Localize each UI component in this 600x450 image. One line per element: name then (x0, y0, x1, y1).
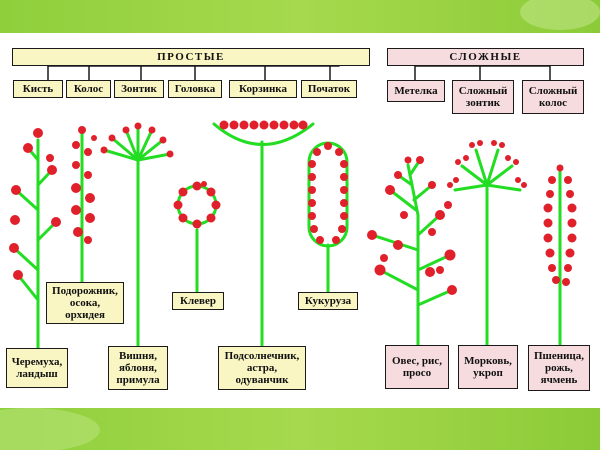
complex-header: СЛОЖНЫЕ (387, 48, 584, 66)
example-panicle: Овес, рис, просо (385, 345, 449, 389)
type-compound-umbel: Сложный зонтик (452, 80, 514, 114)
example-head: Клевер (172, 292, 224, 310)
type-spike: Колос (66, 80, 111, 98)
simple-header: ПРОСТЫЕ (12, 48, 370, 66)
example-spadix: Кукуруза (298, 292, 358, 310)
example-compound-spike: Пшеница, рожь, ячмень (528, 345, 590, 391)
type-umbel: Зонтик (114, 80, 164, 98)
panicle-stem (406, 163, 420, 347)
type-compound-spike: Сложный колос (522, 80, 584, 114)
type-head: Головка (168, 80, 222, 98)
example-basket: Подсолнечник, астра, одуванчик (218, 346, 306, 390)
example-raceme: Черемуха, ландыш (6, 348, 68, 388)
type-spadix: Початок (301, 80, 357, 98)
example-compound-umbel: Морковь, укроп (458, 345, 518, 389)
example-umbel: Вишня, яблоня, примула (108, 346, 168, 390)
type-raceme: Кисть (13, 80, 63, 98)
type-panicle: Метелка (387, 80, 445, 102)
example-spike: Подорожник, осока, орхидея (46, 282, 124, 324)
type-basket: Корзинка (229, 80, 297, 98)
